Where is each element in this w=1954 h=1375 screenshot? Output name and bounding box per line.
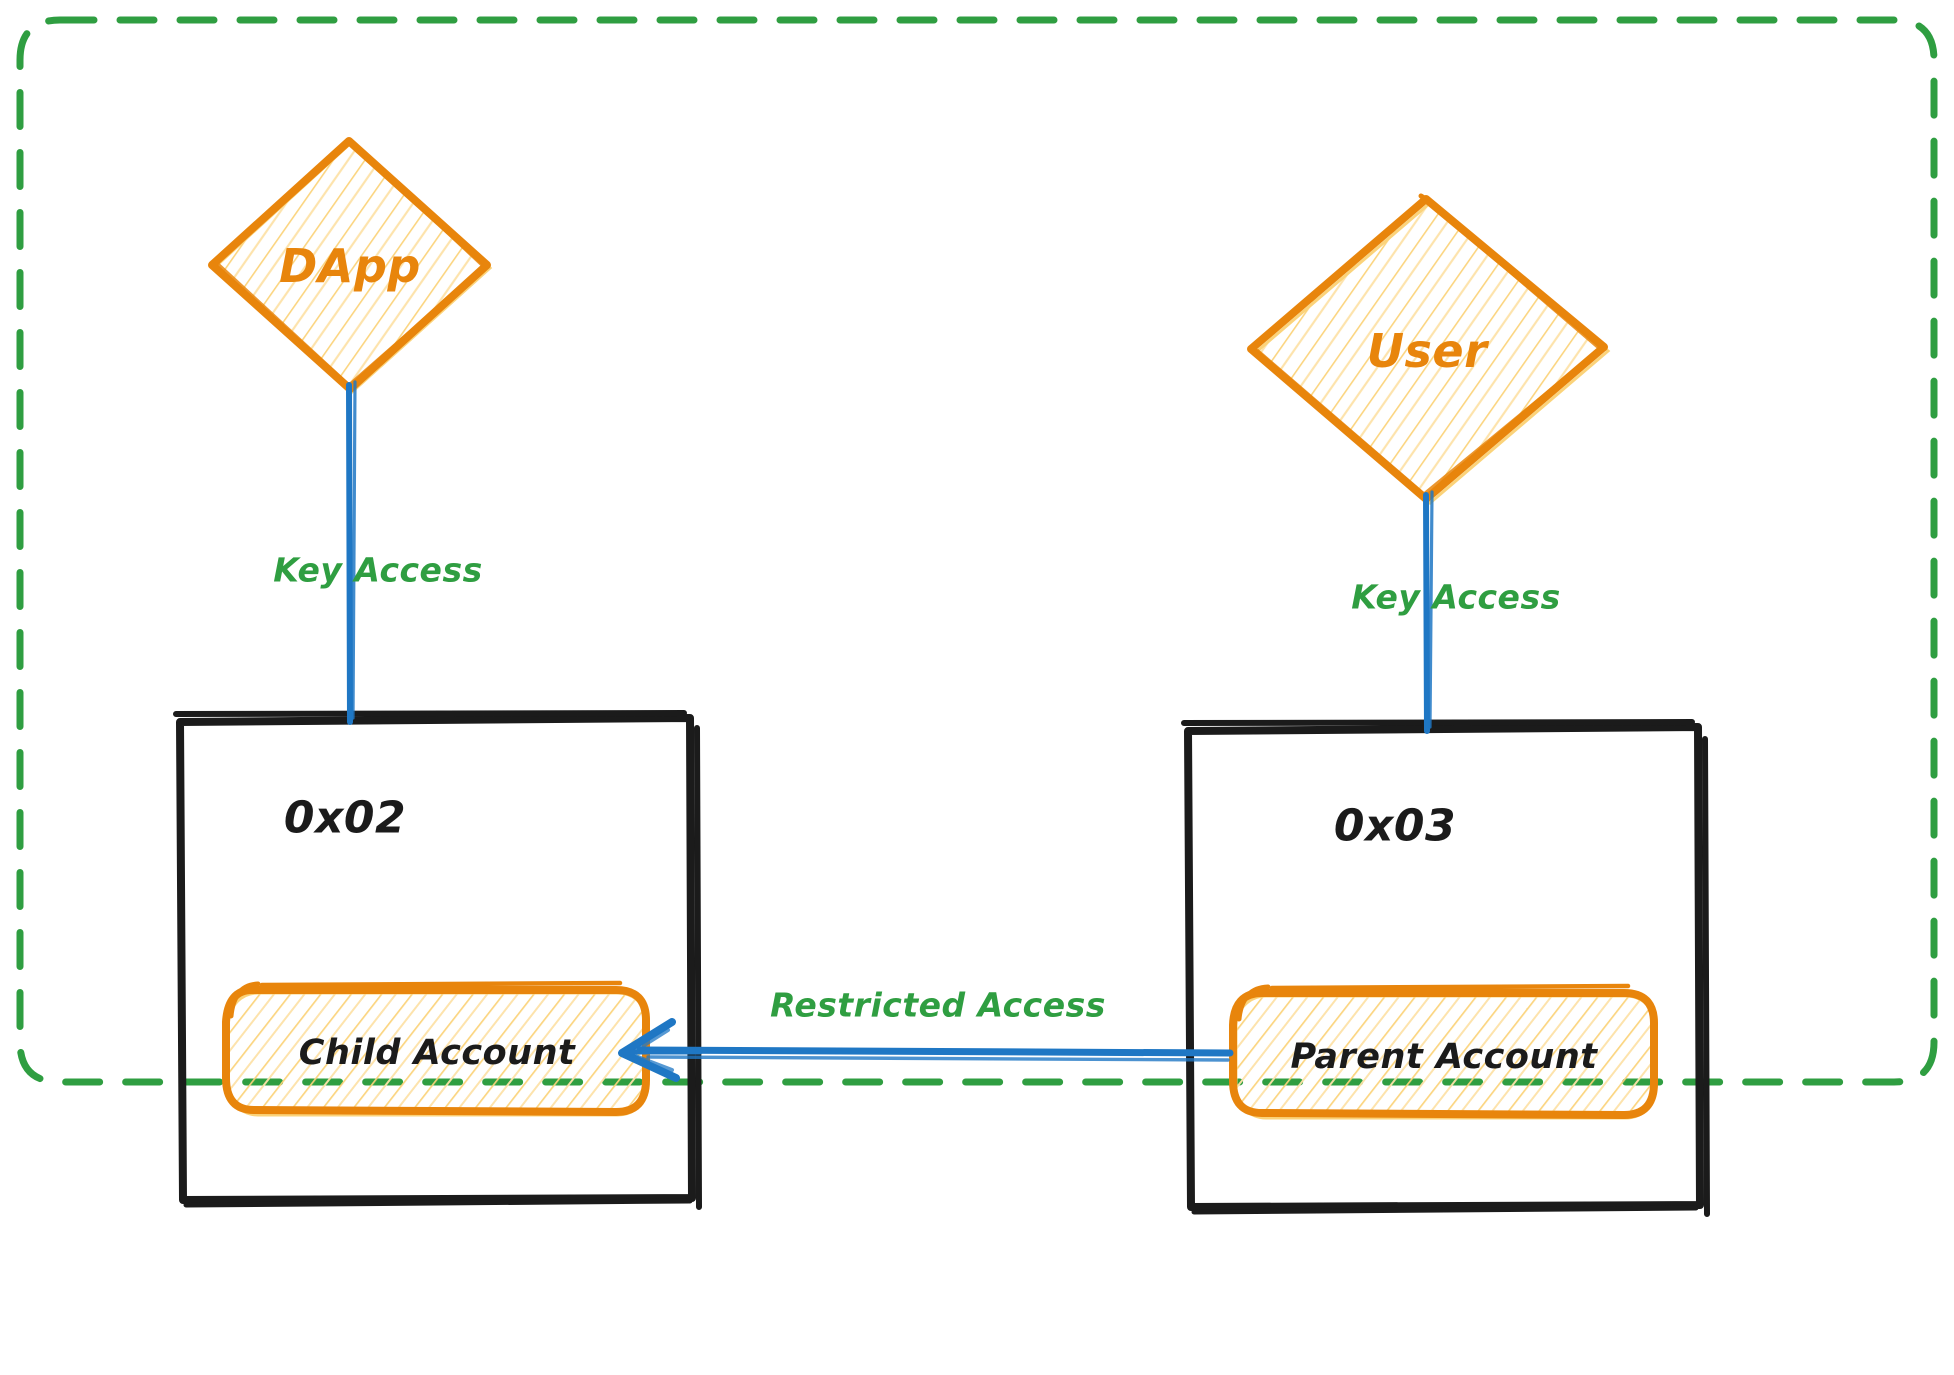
user-node-shape [1247,193,1611,505]
dapp-node-shape [208,137,493,395]
dashed-boundary [16,16,1938,1086]
edge-dapp-to-0x02 [346,380,357,725]
edge-user-to-0x03 [1423,490,1434,734]
account-0x02-box [173,710,702,1210]
parent-account-pill-shape [1229,983,1658,1120]
edge-parent-to-child [618,1018,1234,1082]
arrowhead-left-icon [618,1018,703,1082]
account-0x03-box [1181,719,1710,1217]
child-account-pill-shape [222,980,650,1117]
